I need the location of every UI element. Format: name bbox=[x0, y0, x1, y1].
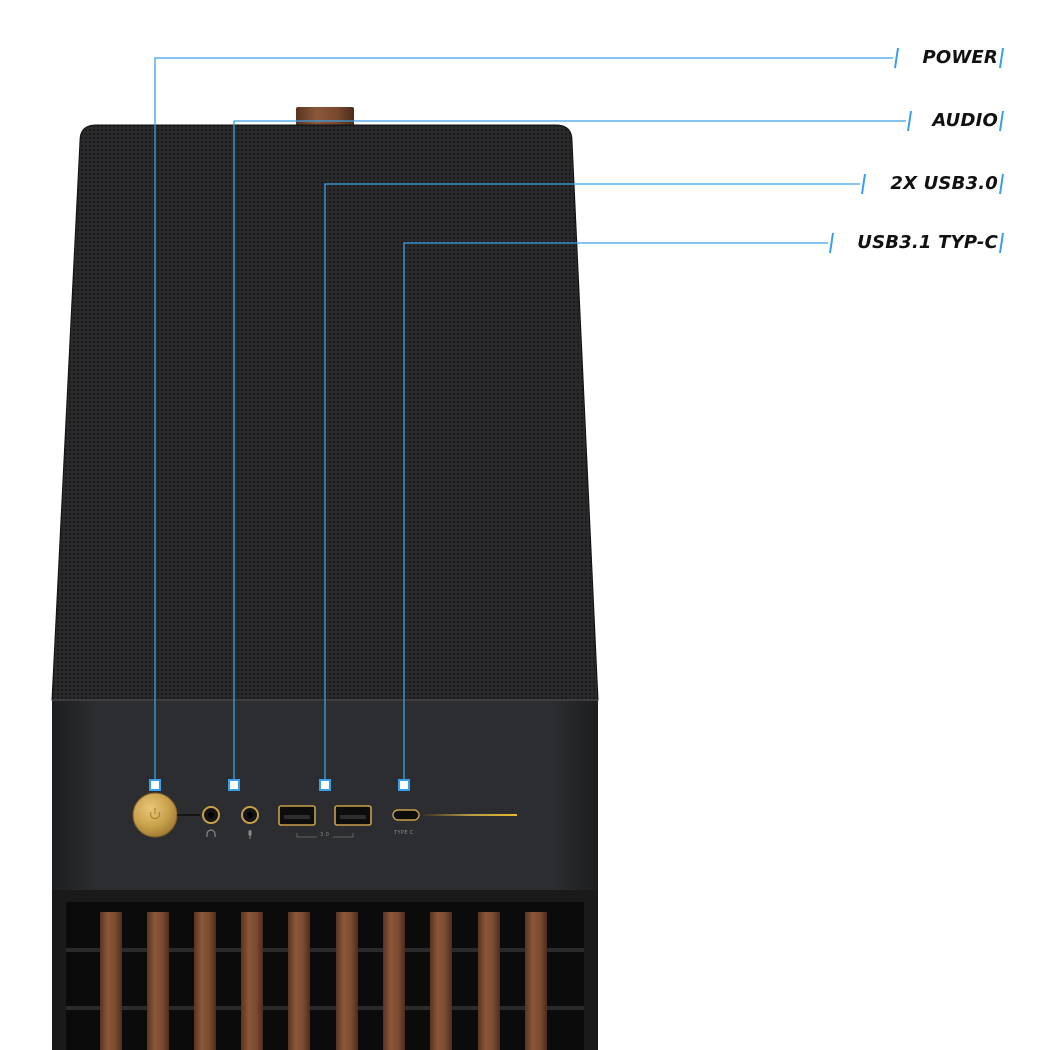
callout-markers bbox=[149, 779, 410, 791]
gold-accent-strip bbox=[423, 814, 517, 816]
power-button[interactable] bbox=[132, 792, 178, 838]
usb-c-port[interactable] bbox=[392, 809, 420, 821]
callout-label-power: POWER bbox=[922, 47, 998, 68]
callout-lines bbox=[154, 57, 906, 785]
callout-label-audio: AUDIO bbox=[932, 110, 998, 131]
microphone-jack[interactable] bbox=[241, 806, 259, 824]
walnut-slats bbox=[100, 912, 547, 1050]
usb-group-label: 3.0 bbox=[320, 832, 330, 838]
callout-label-usbc: USB3.1 TYP-C bbox=[857, 232, 998, 253]
usb-a-port-1[interactable] bbox=[278, 805, 316, 826]
callout-slashes bbox=[829, 47, 1004, 254]
callout-label-usb30: 2X USB3.0 bbox=[890, 173, 998, 194]
microphone-icon bbox=[248, 830, 252, 839]
usb-group-bracket bbox=[296, 833, 354, 838]
usb-a-port-2[interactable] bbox=[334, 805, 372, 826]
typec-label: TYPE C bbox=[394, 830, 414, 836]
headphone-jack[interactable] bbox=[202, 806, 220, 824]
headphone-icon bbox=[206, 829, 216, 837]
